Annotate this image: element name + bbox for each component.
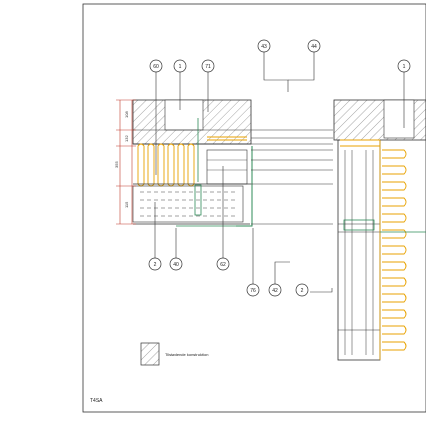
- left-membrane: [236, 146, 253, 227]
- callout-label: 40: [173, 262, 179, 268]
- callout-label: 44: [311, 44, 317, 50]
- callout-label: 1: [179, 64, 182, 70]
- callout-label: 71: [205, 64, 211, 70]
- callout-bubble: [169, 257, 183, 271]
- legend-text: Tilstødende konstruktion: [165, 352, 208, 357]
- dim-label-108: 108: [124, 111, 129, 118]
- right-panel: [337, 139, 381, 361]
- callout-label: 60: [153, 64, 159, 70]
- callout-label: 76: [250, 288, 256, 294]
- drawing-code: T4SA: [90, 398, 103, 404]
- callout-bubble: [307, 39, 321, 53]
- callout-bubble: [257, 39, 271, 53]
- callout-label: 1: [403, 64, 406, 70]
- callout-label: 2: [154, 262, 157, 268]
- callout-bubble: [148, 257, 162, 271]
- callout-bubble: [268, 283, 282, 297]
- callout-bubble: [295, 283, 309, 297]
- callouts-bottom: 2 40 62 76 42 2: [148, 257, 309, 297]
- callout-bubble: [216, 257, 230, 271]
- right-detail: [333, 99, 426, 361]
- callout-label: 43: [261, 44, 267, 50]
- callout-bubble: [246, 283, 260, 297]
- legend-hatch-swatch: [140, 342, 160, 366]
- callout-bubble: [149, 59, 163, 73]
- left-lower-layer: [132, 185, 244, 223]
- left-detail: [132, 99, 333, 227]
- callout-label: 42: [272, 288, 278, 294]
- callout-label: 62: [220, 262, 226, 268]
- right-insulation: [340, 139, 407, 351]
- callouts-top: 60 1 71 43 44 1: [149, 39, 411, 73]
- callout-bubble: [397, 59, 411, 73]
- dim-label-355: 355: [114, 161, 119, 168]
- dimension-chain: [116, 99, 136, 225]
- leader-lines: [154, 52, 405, 293]
- callout-label: 2: [301, 288, 304, 294]
- callout-bubble: [173, 59, 187, 73]
- dim-label-132: 132: [124, 135, 129, 142]
- legend: Tilstødende konstruktion: [140, 342, 208, 366]
- callout-bubble: [201, 59, 215, 73]
- dim-label-115: 115: [124, 201, 129, 208]
- sheet-frame: [82, 3, 426, 413]
